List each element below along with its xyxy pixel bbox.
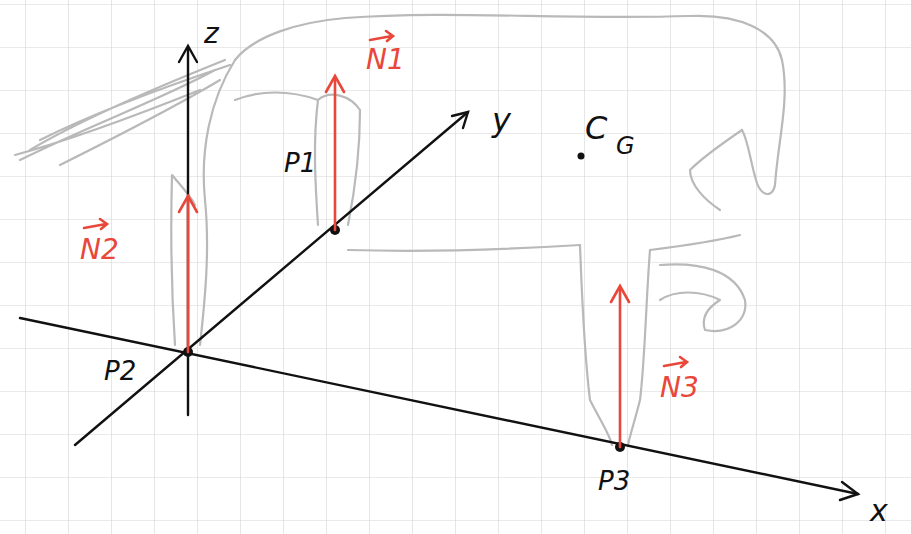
axis-label: x — [870, 496, 888, 526]
point-label: P3 — [598, 468, 630, 494]
force-arrows — [84, 31, 687, 447]
force-label: N2 — [80, 236, 119, 264]
centre-label: C — [585, 112, 607, 144]
centre-label: G — [616, 134, 635, 158]
contact-points — [183, 153, 625, 453]
force-label: N3 — [660, 374, 699, 402]
point-label: P1 — [284, 150, 316, 176]
force-label: N1 — [366, 46, 405, 74]
axis-label: z — [204, 20, 219, 48]
point-label: P2 — [104, 358, 136, 384]
axis-label: y — [492, 104, 511, 136]
horse-sketch — [15, 15, 785, 445]
axes — [20, 46, 858, 500]
